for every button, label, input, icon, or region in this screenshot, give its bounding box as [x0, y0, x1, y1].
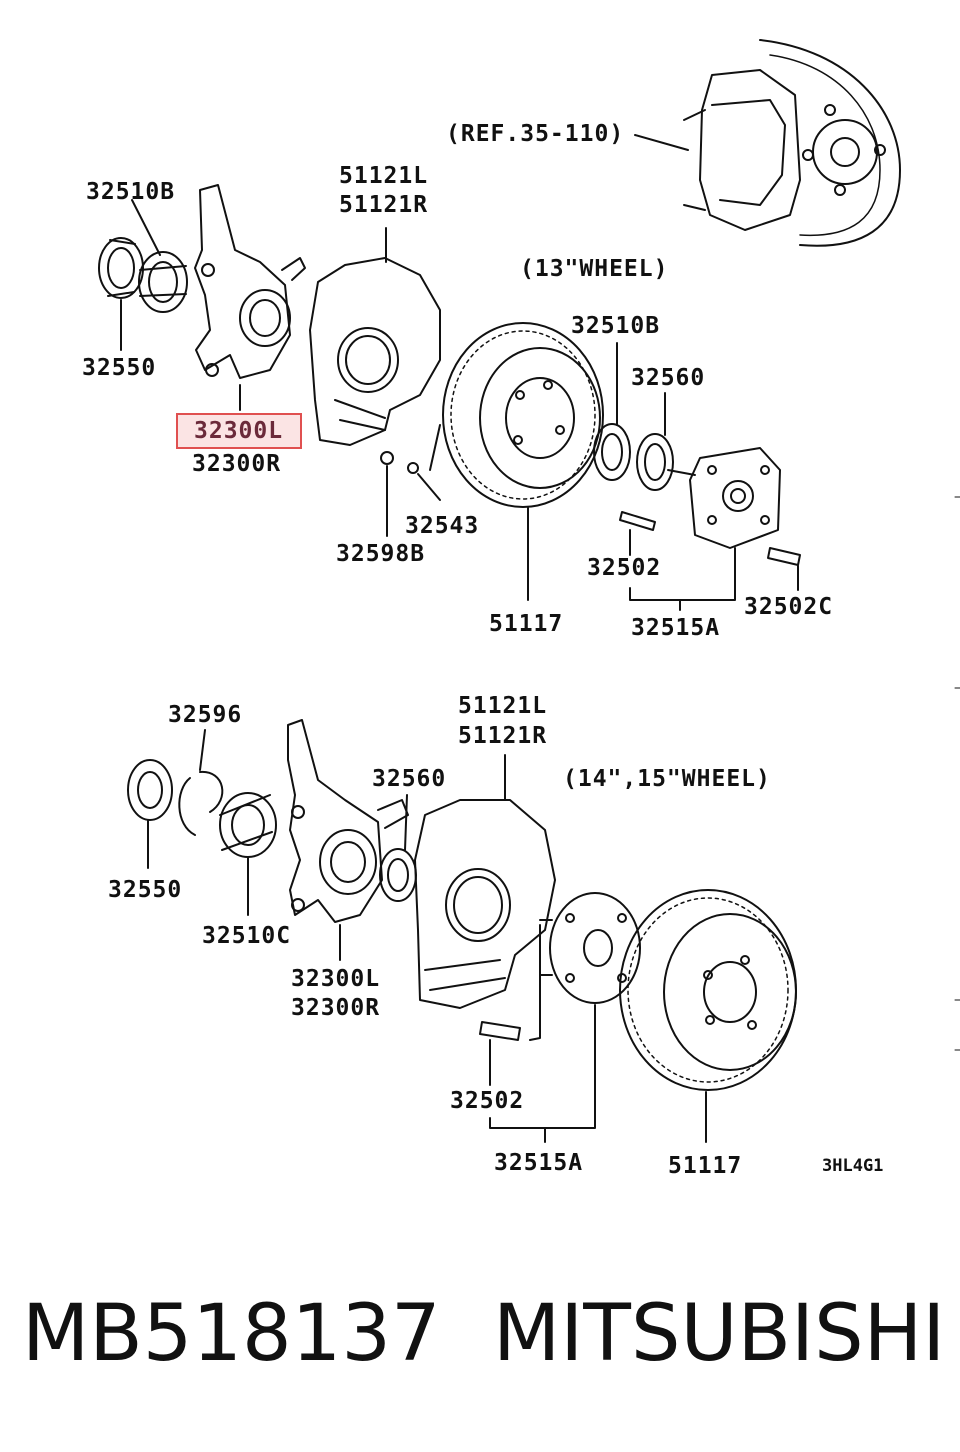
part-label-32550[interactable]: 32550	[82, 355, 157, 381]
part-label-32502C[interactable]: 32502C	[744, 594, 834, 620]
part-label-51121R-bottom[interactable]: 51121R	[458, 723, 548, 749]
part-label-32502[interactable]: 32502	[587, 555, 662, 581]
brake-rotor-bottom	[619, 889, 797, 1091]
part-label-32300L-bottom[interactable]: 32300L	[291, 966, 381, 992]
nut-32598B-top	[380, 451, 394, 465]
caliper-rotor-reference-illustration	[683, 39, 901, 247]
snap-ring-32596-bottom	[178, 770, 224, 836]
wheel-size-note-top: (13"WHEEL)	[520, 256, 669, 282]
part-label-32550-bottom[interactable]: 32550	[108, 877, 183, 903]
part-label-32596[interactable]: 32596	[168, 702, 243, 728]
seal-32560-bottom	[379, 848, 417, 902]
brake-rotor-top	[442, 322, 604, 508]
diagram-code: 3HL4G1	[822, 1156, 884, 1176]
brand-title: MITSUBISHI	[493, 1289, 946, 1379]
wheel-hub-top	[667, 447, 781, 549]
part-label-32300L[interactable]: 32300L	[194, 418, 284, 444]
bolt-32502-top	[619, 511, 656, 531]
bearing-32510B-top-right	[593, 423, 631, 481]
part-label-51121L-bottom[interactable]: 51121L	[458, 693, 548, 719]
steering-knuckle-top	[194, 184, 306, 379]
part-label-32502-bottom[interactable]: 32502	[450, 1088, 525, 1114]
bearing-32550-bottom	[127, 759, 173, 821]
part-label-32510C[interactable]: 32510C	[202, 923, 292, 949]
wheel-hub-bottom	[539, 892, 641, 1004]
part-label-32598B[interactable]: 32598B	[336, 541, 426, 567]
bearing-32510B-top-left	[138, 251, 188, 313]
page-edge-marks	[954, 496, 960, 1051]
bolt-32502-bottom	[479, 1021, 521, 1041]
washer-32543-top	[407, 462, 419, 474]
part-label-51117-bottom[interactable]: 51117	[668, 1153, 743, 1179]
part-label-51121R[interactable]: 51121R	[339, 192, 429, 218]
highlighted-part-box: 32300L	[176, 413, 302, 449]
part-label-32510B-right[interactable]: 32510B	[571, 313, 661, 339]
dust-shield-top	[309, 257, 441, 446]
ref-label: (REF.35-110)	[446, 121, 625, 147]
ref-leader-line	[634, 134, 689, 151]
part-label-32300R-bottom[interactable]: 32300R	[291, 995, 381, 1021]
part-label-32543[interactable]: 32543	[405, 513, 480, 539]
seal-32560-top	[636, 433, 674, 491]
wheel-size-note-bottom: (14",15"WHEEL)	[563, 766, 771, 792]
part-label-51121L[interactable]: 51121L	[339, 163, 429, 189]
bearing-32550-top	[98, 237, 144, 299]
part-label-32560[interactable]: 32560	[631, 365, 706, 391]
dust-shield-bottom	[414, 799, 556, 1009]
part-label-32515A-bottom[interactable]: 32515A	[494, 1150, 584, 1176]
part-label-32515A[interactable]: 32515A	[631, 615, 721, 641]
steering-knuckle-bottom	[287, 719, 409, 923]
bearing-32510C-bottom	[219, 792, 277, 858]
part-label-32510B[interactable]: 32510B	[86, 179, 176, 205]
part-label-32300R[interactable]: 32300R	[192, 451, 282, 477]
bolt-32502C-top	[767, 547, 801, 566]
part-label-51117[interactable]: 51117	[489, 611, 564, 637]
part-number-title: MB518137	[22, 1289, 441, 1379]
part-label-32560-bottom[interactable]: 32560	[372, 766, 447, 792]
